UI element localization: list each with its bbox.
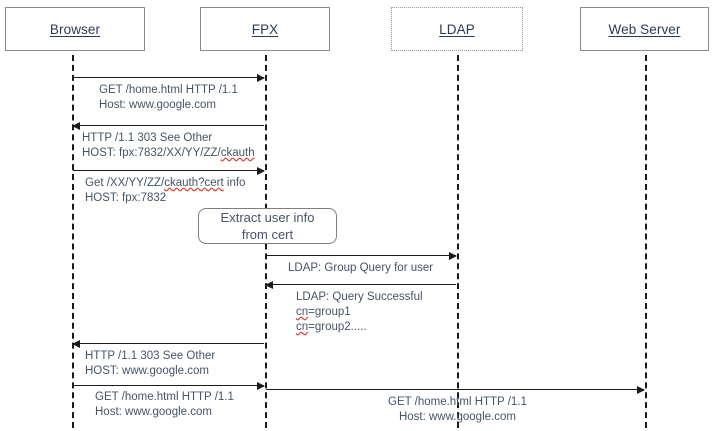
message-arrow-m5 <box>265 280 456 289</box>
actor-label-browser: Browser <box>49 21 101 37</box>
actor-box-web-server[interactable]: Web Server <box>580 7 709 51</box>
actor-label-fpx: FPX <box>251 21 279 37</box>
message-label-m3: Get /XX/YY/ZZ/ckauth?cert info HOST: fpx… <box>85 177 246 204</box>
message-label-m1: GET /home.html HTTP /1.1 Host: www.googl… <box>99 84 238 111</box>
message-arrow-m1 <box>73 73 265 82</box>
message-label-m5-line2: cn=group1 <box>296 306 351 318</box>
actor-box-fpx[interactable]: FPX <box>200 7 330 51</box>
message-label-m5-line3: cn=group2..... <box>296 321 367 333</box>
message-label-m6: HTTP /1.1 303 See Other HOST: www.google… <box>85 350 216 377</box>
note-line-1: Extract user info <box>220 210 315 225</box>
message-arrow-m3 <box>73 166 265 175</box>
message-arrow-m4 <box>266 251 457 260</box>
spellcheck-ckauth-cert: ckauth?cert <box>164 177 224 189</box>
lifeline-web-server <box>645 55 647 428</box>
spellcheck-ckauth: ckauth <box>220 147 255 159</box>
message-label-m8: GET /home.html HTTP /1.1 Host: www.googl… <box>388 396 527 423</box>
spellcheck-cn-2: cn <box>296 321 309 333</box>
spellcheck-cn-1: cn <box>296 306 309 318</box>
message-label-m5: LDAP: Query Successful cn=group1 cn=grou… <box>296 291 423 333</box>
message-arrow-m8 <box>266 385 645 394</box>
note-extract-user-info[interactable]: Extract user info from cert <box>198 208 337 244</box>
lifeline-ldap <box>457 55 459 428</box>
lifeline-browser <box>72 55 74 428</box>
message-arrow-m7 <box>73 381 265 390</box>
message-label-m7: GET /home.html HTTP /1.1 Host: www.googl… <box>95 391 234 418</box>
actor-label-ldap: LDAP <box>439 21 475 37</box>
actor-box-browser[interactable]: Browser <box>5 7 145 51</box>
message-label-m2-line2: HOST: fpx:7832/XX/YY/ZZ/ckauth <box>82 147 255 159</box>
message-label-m4: LDAP: Group Query for user <box>288 262 434 274</box>
message-label-m2: HTTP /1.1 303 See Other HOST: fpx:7832/X… <box>82 132 255 159</box>
actor-label-web-server: Web Server <box>608 21 681 37</box>
message-arrow-m6 <box>72 339 264 348</box>
message-label-m3-line1: Get /XX/YY/ZZ/ckauth?cert info <box>85 177 246 189</box>
actor-box-ldap[interactable]: LDAP <box>391 7 523 51</box>
message-arrow-m2 <box>72 121 264 130</box>
note-line-2: from cert <box>241 227 294 242</box>
